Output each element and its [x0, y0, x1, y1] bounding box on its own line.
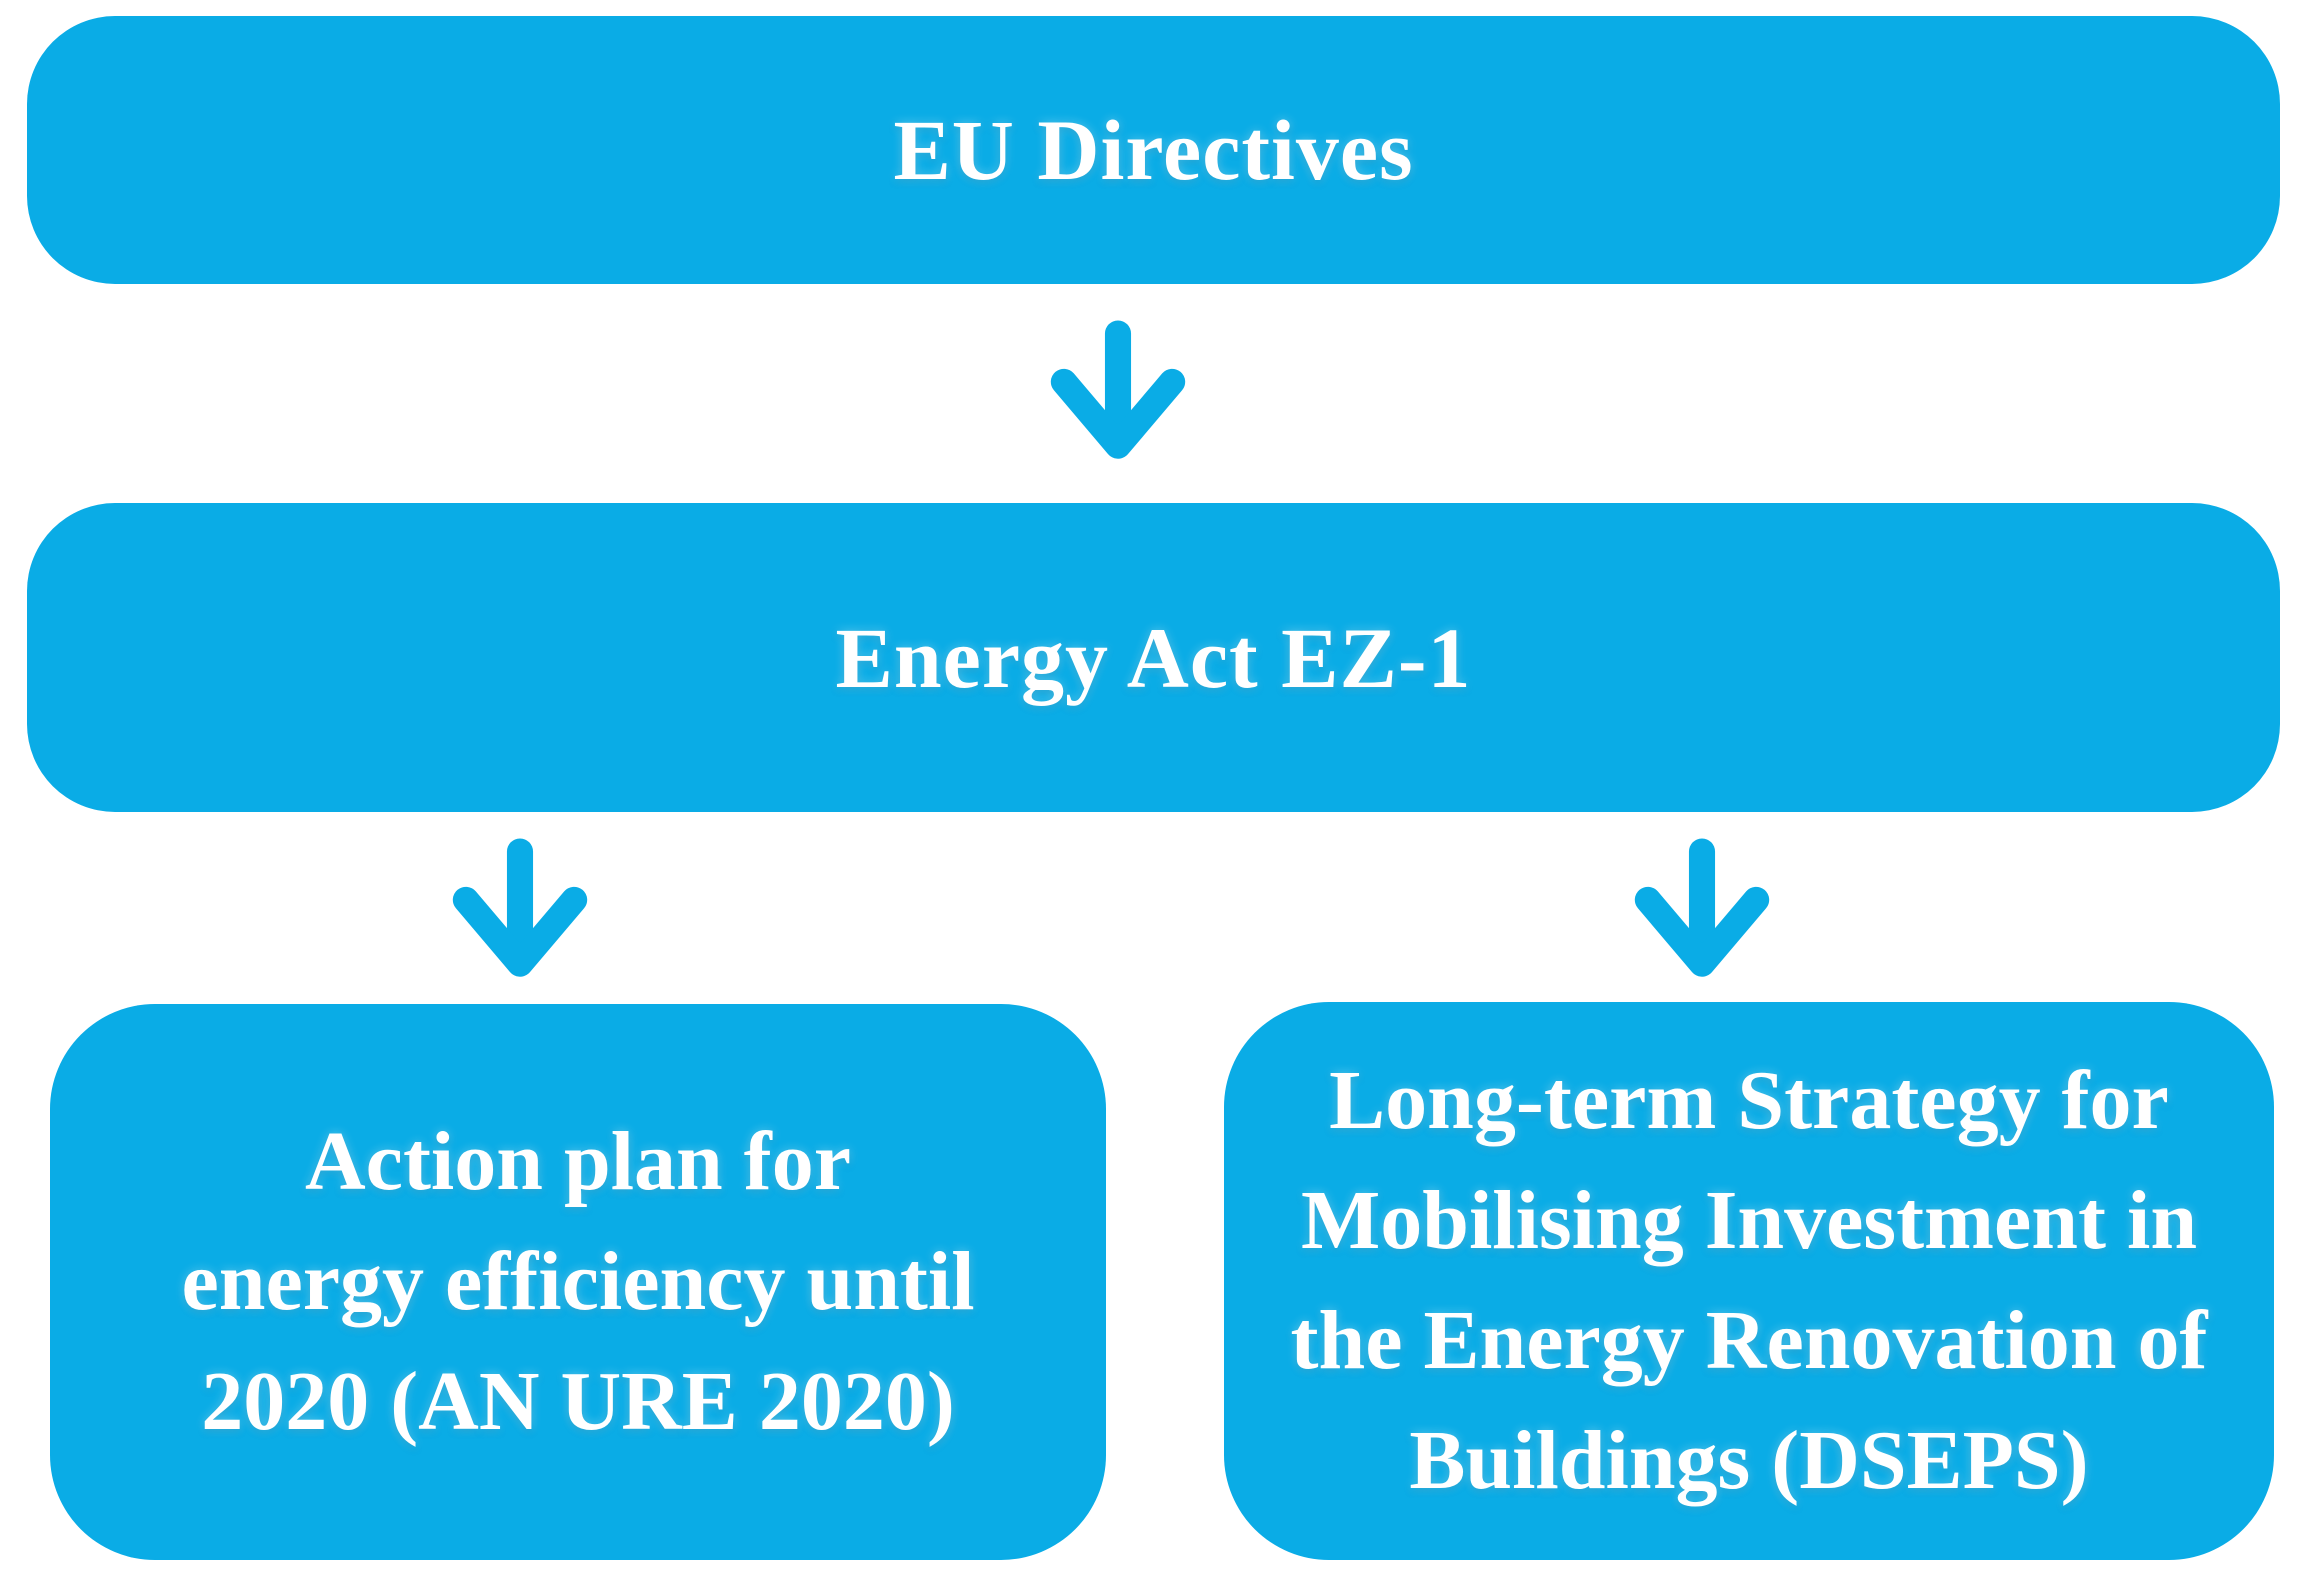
node-energy-act-label: Energy Act EZ-1: [835, 609, 1472, 706]
node-action-plan: Action plan for energy efficiency until …: [50, 1004, 1106, 1560]
arrow-down-icon: [452, 838, 588, 977]
node-eu-directives-label: EU Directives: [893, 102, 1414, 198]
node-long-term-strategy-line-4: Buildings (DSEPS): [1409, 1414, 2089, 1508]
node-long-term-strategy-line-3: the Energy Renovation of: [1290, 1294, 2208, 1387]
node-long-term-strategy-label: Long-term Strategy for Mobilising Invest…: [1291, 1041, 2208, 1521]
node-long-term-strategy-line-2: Mobilising Investment in: [1300, 1173, 2198, 1267]
node-action-plan-line-2: energy efficiency until: [181, 1234, 975, 1328]
node-eu-directives: EU Directives: [27, 16, 2280, 284]
node-energy-act: Energy Act EZ-1: [27, 503, 2280, 812]
node-action-plan-label: Action plan for energy efficiency until …: [181, 1102, 974, 1462]
arrow-down-icon: [1634, 838, 1770, 977]
arrow-down-icon: [1050, 320, 1186, 459]
node-action-plan-line-1: Action plan for: [305, 1114, 851, 1208]
node-long-term-strategy: Long-term Strategy for Mobilising Invest…: [1224, 1002, 2274, 1560]
node-action-plan-line-3: 2020 (AN URE 2020): [201, 1355, 955, 1449]
node-long-term-strategy-line-1: Long-term Strategy for: [1329, 1053, 2169, 1147]
